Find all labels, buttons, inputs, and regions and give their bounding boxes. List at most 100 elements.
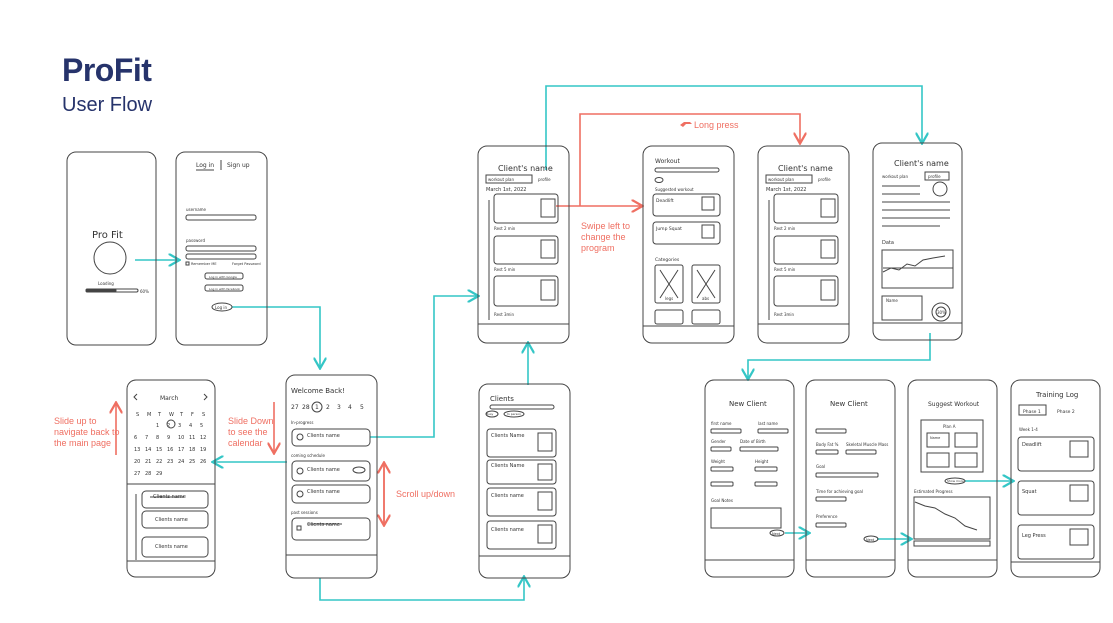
weekday-1: M: [147, 412, 151, 418]
nc1-first-name: first name: [711, 421, 732, 426]
nc1-height: Height: [755, 459, 769, 464]
day-6: 5: [360, 404, 364, 411]
calendar-day: 13: [134, 447, 140, 453]
username-label: username: [186, 207, 207, 212]
log-tab-2: Phase 2: [1057, 409, 1075, 415]
log-title: Training Log: [1035, 391, 1078, 399]
screen-new-client-1: New Client first name last name Gender D…: [704, 379, 795, 578]
screen-workout-picker: Workout Suggested workout Deadlift Jump …: [642, 145, 735, 344]
screen-clients: Clients Busy In person Clients Name Clie…: [478, 383, 571, 579]
calendar-day: 5: [200, 423, 203, 429]
log-item-2: Squat: [1022, 489, 1037, 495]
calendar-day: 15: [156, 447, 162, 453]
swipe-label-1: Swipe left to: [581, 221, 630, 231]
calendar-day: 22: [156, 459, 162, 465]
screen-new-client-2: New Client Body Fat % Skeletal Muscle Ma…: [805, 379, 896, 578]
nc1-gender: Gender: [711, 439, 726, 444]
screen-home: Welcome Back! 27 28 1 2 3 4 5 In-progres…: [285, 374, 378, 579]
calendar-day: 28: [145, 471, 151, 477]
nc1-goal-notes: Goal Notes: [711, 498, 733, 503]
suggest-estimated: Estimated Progress: [914, 489, 953, 494]
arrow-long-press: [579, 113, 800, 206]
picker-cat-abs: abs: [702, 296, 709, 301]
calendar-day: 8: [156, 435, 159, 441]
slide-down-label-3: calendar: [228, 438, 263, 448]
day-0: 27: [291, 404, 299, 411]
home-greeting: Welcome Back!: [291, 387, 345, 395]
login-google: Log in with Google: [209, 275, 237, 279]
calendar-item-3: Clients name: [155, 544, 188, 550]
calendar-month: March: [160, 395, 178, 402]
plan1-tab-plan: workout plan: [488, 177, 514, 182]
calendar-day: 20: [134, 459, 140, 465]
weekday-3: W: [169, 412, 174, 418]
clients-card-3: Clients name: [491, 493, 524, 499]
long-press-label: Long press: [694, 120, 739, 130]
nc2-body-fat: Body Fat %: [816, 442, 839, 447]
calendar-day: 18: [189, 447, 195, 453]
nc2-next: Next: [866, 538, 875, 542]
calendar-day: 24: [178, 459, 184, 465]
slide-up-label-3: the main page: [54, 438, 111, 448]
log-item-1: Deadlift: [1022, 442, 1042, 448]
day-1: 28: [302, 404, 310, 411]
slide-down-label-2: to see the: [228, 427, 268, 437]
plan1-date: March 1st, 2022: [486, 187, 526, 193]
plan1-rest-3: Rest 3min: [494, 312, 515, 317]
calendar-day: 1: [156, 423, 159, 429]
nc2-skeletal: Skeletal Muscle Mass: [846, 442, 888, 447]
long-press-hand-icon: [680, 122, 692, 127]
clients-filter-1: Busy: [486, 412, 494, 416]
clients-card-4: Clients name: [491, 527, 524, 533]
suggest-title: Suggest Workout: [928, 401, 980, 408]
plan1-rest-1: Rest 2 min: [494, 226, 516, 231]
home-card-4: Clients name: [307, 522, 340, 528]
calendar-day: 19: [200, 447, 206, 453]
suggest-plan: Plan A: [943, 424, 956, 429]
plan1-title: Client's name: [498, 164, 553, 173]
splash-percent: 60%: [140, 289, 149, 294]
nc2-goal: Goal: [816, 464, 825, 469]
nc1-weight: Weight: [711, 459, 725, 464]
section-coming: coming schedule: [291, 453, 325, 458]
splash-loading: Loading: [98, 281, 114, 286]
nc2-time: Time for achieving goal: [815, 489, 863, 494]
day-2: 1: [315, 404, 319, 411]
weekday-0: S: [136, 412, 139, 418]
remember-me: Remember ME: [191, 262, 217, 266]
picker-item-1: Deadlift: [656, 198, 674, 204]
calendar-day: 16: [167, 447, 173, 453]
screen-client-plan-2: Client's name workout plan profile March…: [757, 145, 850, 344]
swipe-label-3: program: [581, 243, 615, 253]
profile-title: Client's name: [894, 159, 949, 168]
nc1-dob: Date of Birth: [740, 439, 766, 444]
screen-splash: Pro Fit Loading 60%: [66, 151, 157, 346]
screen-training-log: Training Log Phase 1 Phase 2 Week 1-4 De…: [1010, 379, 1101, 578]
login-button: Log in: [215, 305, 228, 310]
calendar-day: 9: [167, 435, 170, 441]
calendar-day: 26: [200, 459, 206, 465]
home-card-3: Clients name: [307, 489, 340, 495]
calendar-day: 27: [134, 471, 140, 477]
nc2-preference: Preference: [816, 514, 838, 519]
profile-tab-profile: profile: [928, 174, 941, 179]
weekday-4: T: [179, 412, 184, 418]
log-item-3: Leg Press: [1022, 533, 1046, 539]
calendar-day: 6: [134, 435, 137, 441]
home-card-1: Clients name: [307, 433, 340, 439]
screen-client-plan-1: Client's name workout plan profile March…: [477, 145, 570, 344]
calendar-day: 2: [167, 423, 170, 429]
diagram-subtitle: User Flow: [62, 94, 153, 116]
calendar-day: 7: [145, 435, 148, 441]
calendar-day: 29: [156, 471, 162, 477]
picker-item-2: Jump Squat: [655, 226, 682, 232]
plan2-title: Client's name: [778, 164, 833, 173]
arrow-home-to-plan: [370, 296, 477, 438]
picker-title: Workout: [655, 158, 680, 165]
annotation-arrows: [116, 113, 800, 524]
calendar-day: 4: [189, 423, 192, 429]
screen-suggest-workout: Suggest Workout Plan A Name Show more Es…: [907, 379, 998, 578]
signup-tab: Sign up: [227, 162, 250, 169]
